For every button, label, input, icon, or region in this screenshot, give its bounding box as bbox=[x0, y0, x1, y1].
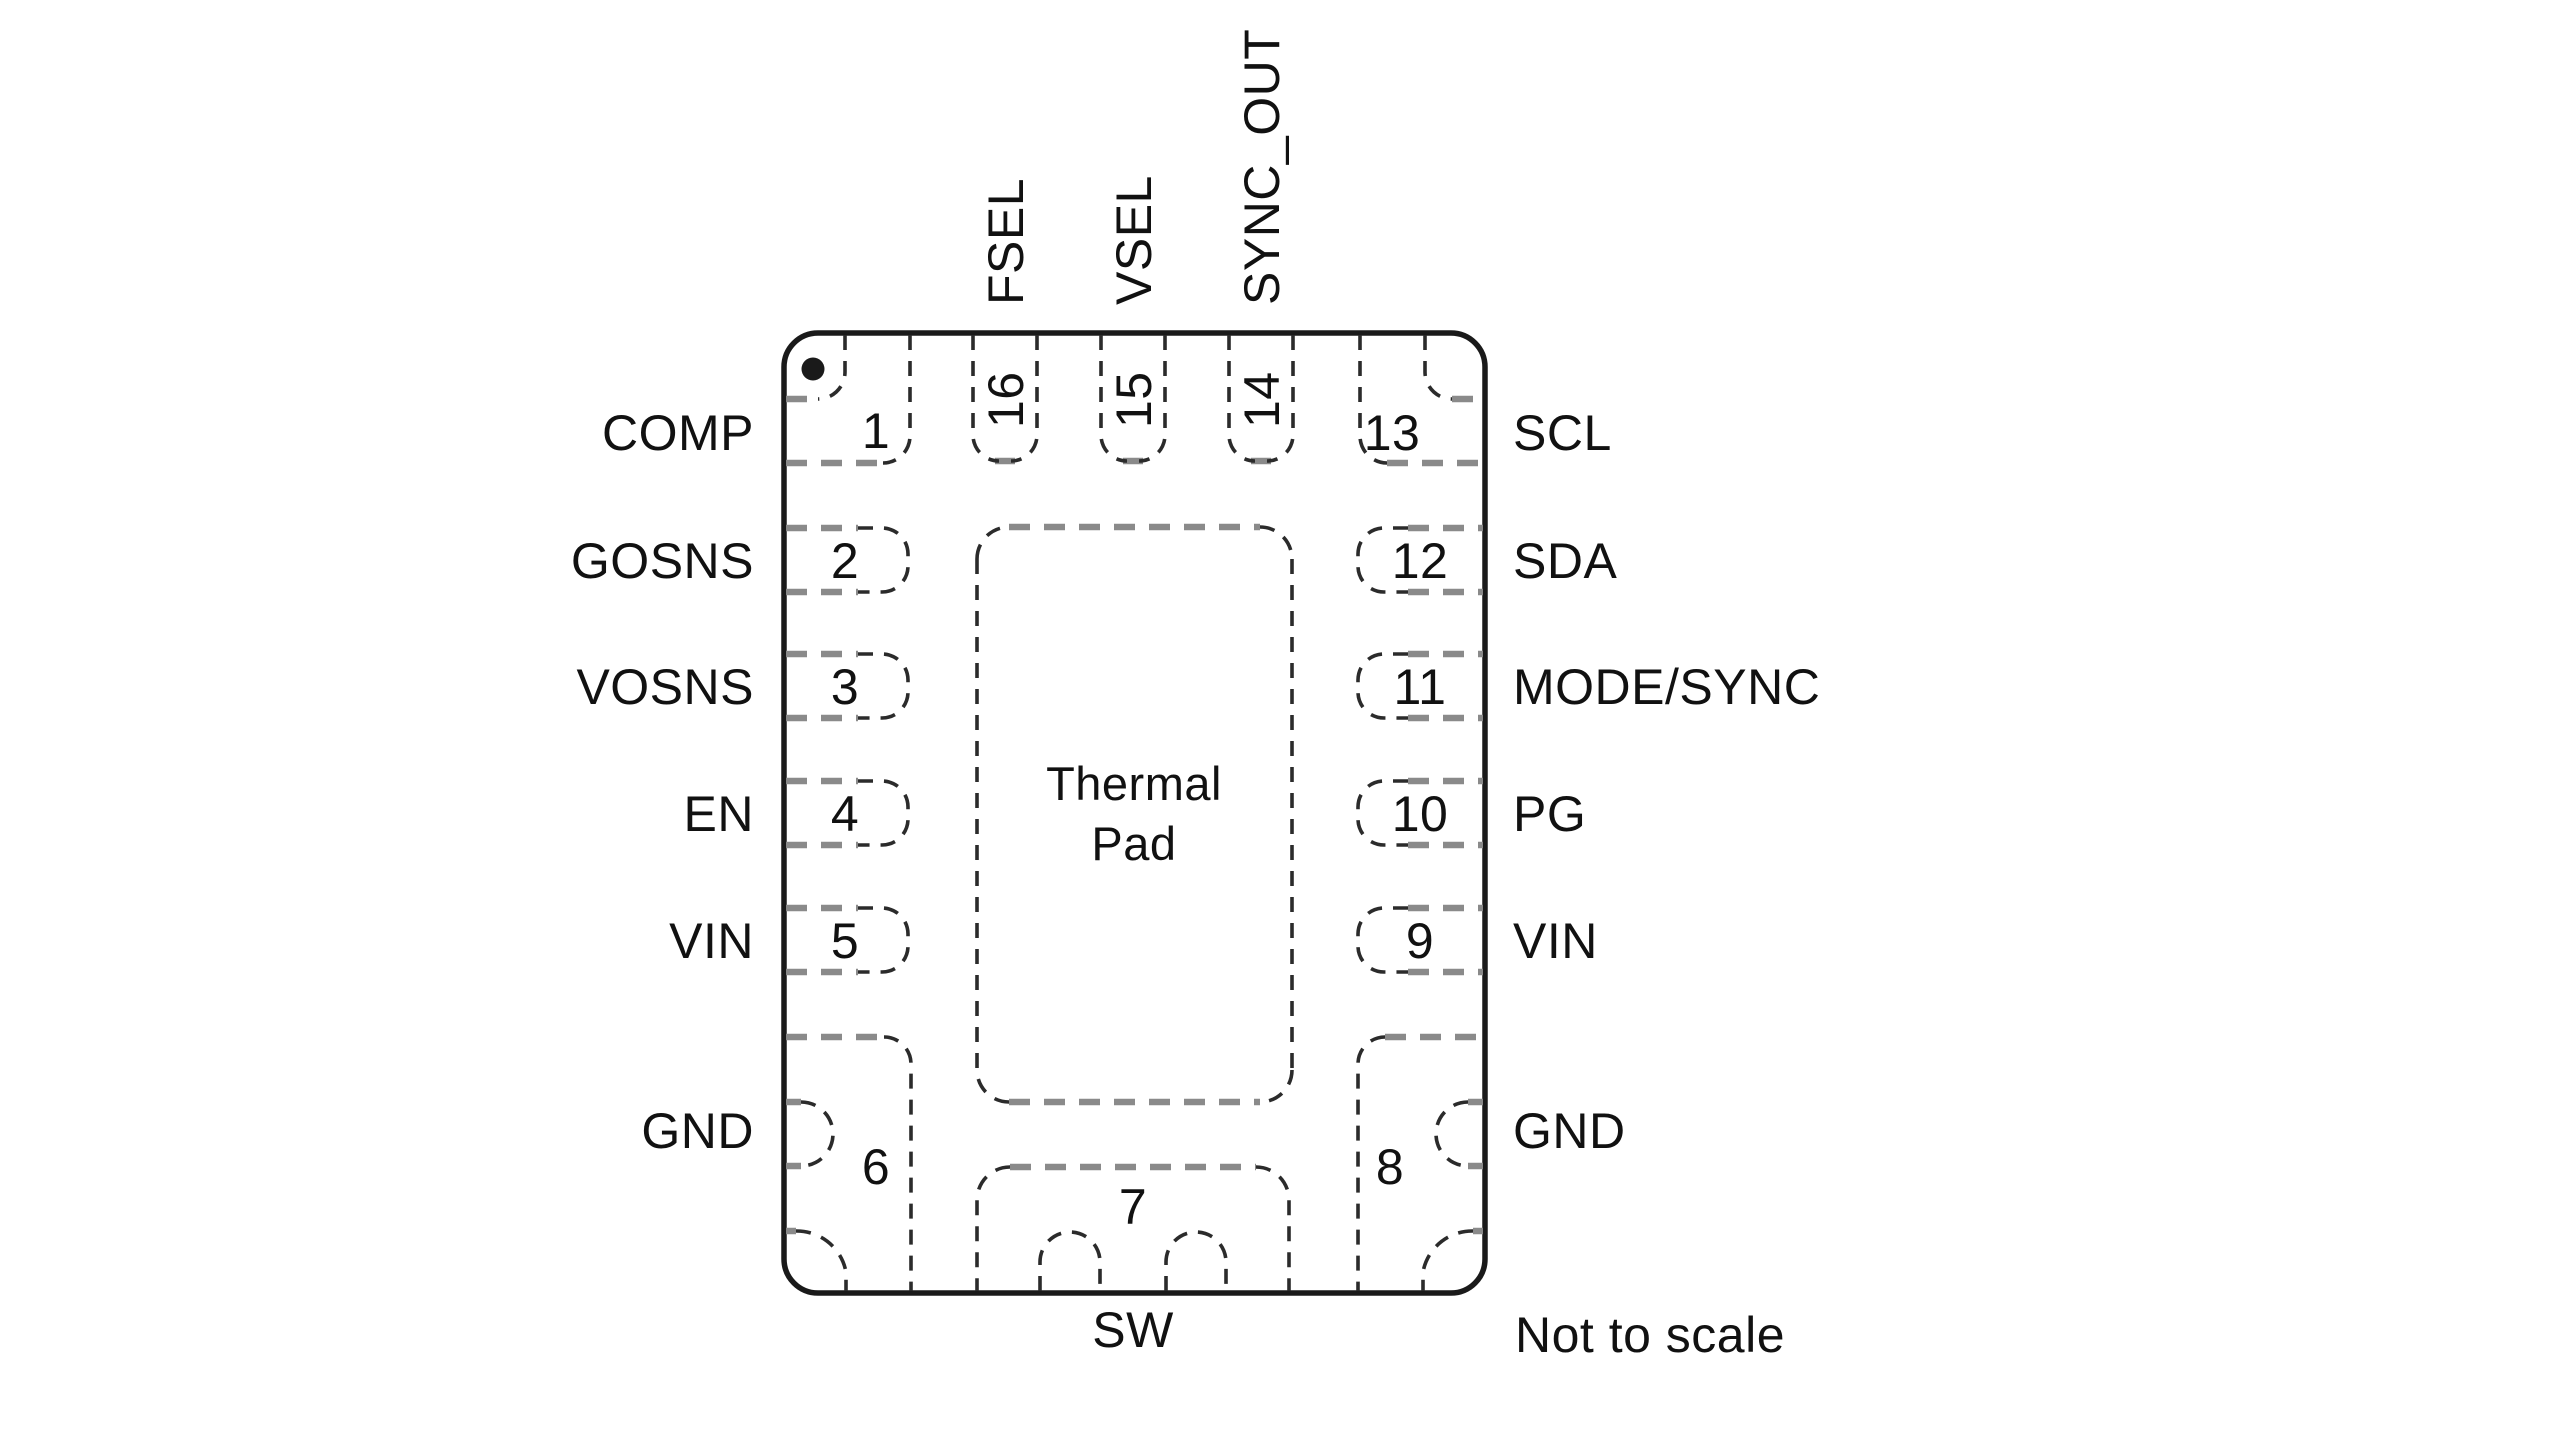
pin-number-16: 16 bbox=[978, 371, 1034, 428]
pin-label-vin-left: VIN bbox=[669, 913, 754, 969]
pin-label-sw: SW bbox=[1092, 1302, 1174, 1358]
thermal-pad-label-line1: Thermal bbox=[1046, 757, 1222, 810]
pin-16-pad bbox=[971, 335, 1000, 463]
pad-edge-dashes bbox=[786, 395, 1483, 1235]
pin-label-gnd-left: GND bbox=[641, 1103, 754, 1159]
pin-number-10: 10 bbox=[1392, 786, 1449, 842]
pad-outlines bbox=[795, 335, 1474, 1291]
pin-3-pad bbox=[858, 652, 910, 720]
thermal-pad-label-line2: Pad bbox=[1091, 817, 1176, 870]
pin-label-vosns: VOSNS bbox=[576, 659, 754, 715]
pin-6-pad bbox=[883, 1035, 913, 1291]
pin-7-pad bbox=[975, 1165, 1011, 1291]
pin1-indicator-dot bbox=[801, 357, 825, 381]
pin-number-12: 12 bbox=[1392, 533, 1449, 589]
pin-label-scl: SCL bbox=[1513, 405, 1612, 461]
pin-label-mode-sync: MODE/SYNC bbox=[1513, 659, 1820, 715]
pin-8-pad bbox=[1356, 1035, 1386, 1291]
pin-10-pad bbox=[1356, 779, 1408, 847]
pin-12-pad bbox=[1356, 526, 1408, 594]
pin-number-1: 1 bbox=[862, 403, 890, 459]
pin-number-14: 14 bbox=[1234, 371, 1290, 428]
pin-4-pad bbox=[858, 779, 910, 847]
pin-number-11: 11 bbox=[1394, 659, 1447, 715]
pin-2-pad bbox=[858, 526, 910, 594]
pin-labels: COMP GOSNS VOSNS EN VIN GND SCL SDA MODE… bbox=[571, 29, 1820, 1358]
pin-number-7: 7 bbox=[1119, 1179, 1147, 1235]
pin-14-pad bbox=[1227, 335, 1256, 463]
pin-number-3: 3 bbox=[831, 659, 859, 715]
pin-15-pad bbox=[1099, 335, 1128, 463]
pin-label-gosns: GOSNS bbox=[571, 533, 754, 589]
pin-number-2: 2 bbox=[831, 533, 859, 589]
pin-label-vsel: VSEL bbox=[1106, 175, 1162, 305]
pin-number-15: 15 bbox=[1106, 371, 1162, 428]
thermal-pad-outline bbox=[975, 525, 1294, 1104]
pin-5-pad bbox=[858, 906, 910, 974]
pin-number-8: 8 bbox=[1376, 1139, 1404, 1195]
pin-number-6: 6 bbox=[862, 1139, 890, 1195]
pin-number-13: 13 bbox=[1364, 405, 1421, 461]
pin-9-pad bbox=[1356, 906, 1408, 974]
pin-label-comp: COMP bbox=[602, 405, 754, 461]
pin-number-4: 4 bbox=[831, 786, 859, 842]
pin-label-fsel: FSEL bbox=[978, 178, 1034, 305]
pin-11-pad bbox=[1356, 652, 1408, 720]
pin-label-vin-right: VIN bbox=[1513, 913, 1598, 969]
package-outline bbox=[781, 330, 1488, 1296]
pin-13-pad bbox=[1423, 335, 1453, 401]
pin-label-en: EN bbox=[684, 786, 754, 842]
pin-label-sda: SDA bbox=[1513, 533, 1617, 589]
pin-label-gnd-right: GND bbox=[1513, 1103, 1626, 1159]
pin-1-pad bbox=[817, 335, 847, 401]
pin-number-5: 5 bbox=[831, 913, 859, 969]
not-to-scale-note: Not to scale bbox=[1515, 1307, 1785, 1363]
pin-label-sync-out: SYNC_OUT bbox=[1234, 29, 1290, 305]
pin-number-9: 9 bbox=[1406, 913, 1434, 969]
pin-numbers: 1 2 3 4 5 6 7 8 9 10 11 12 13 14 15 16 bbox=[831, 371, 1448, 1235]
pin-label-pg: PG bbox=[1513, 786, 1586, 842]
